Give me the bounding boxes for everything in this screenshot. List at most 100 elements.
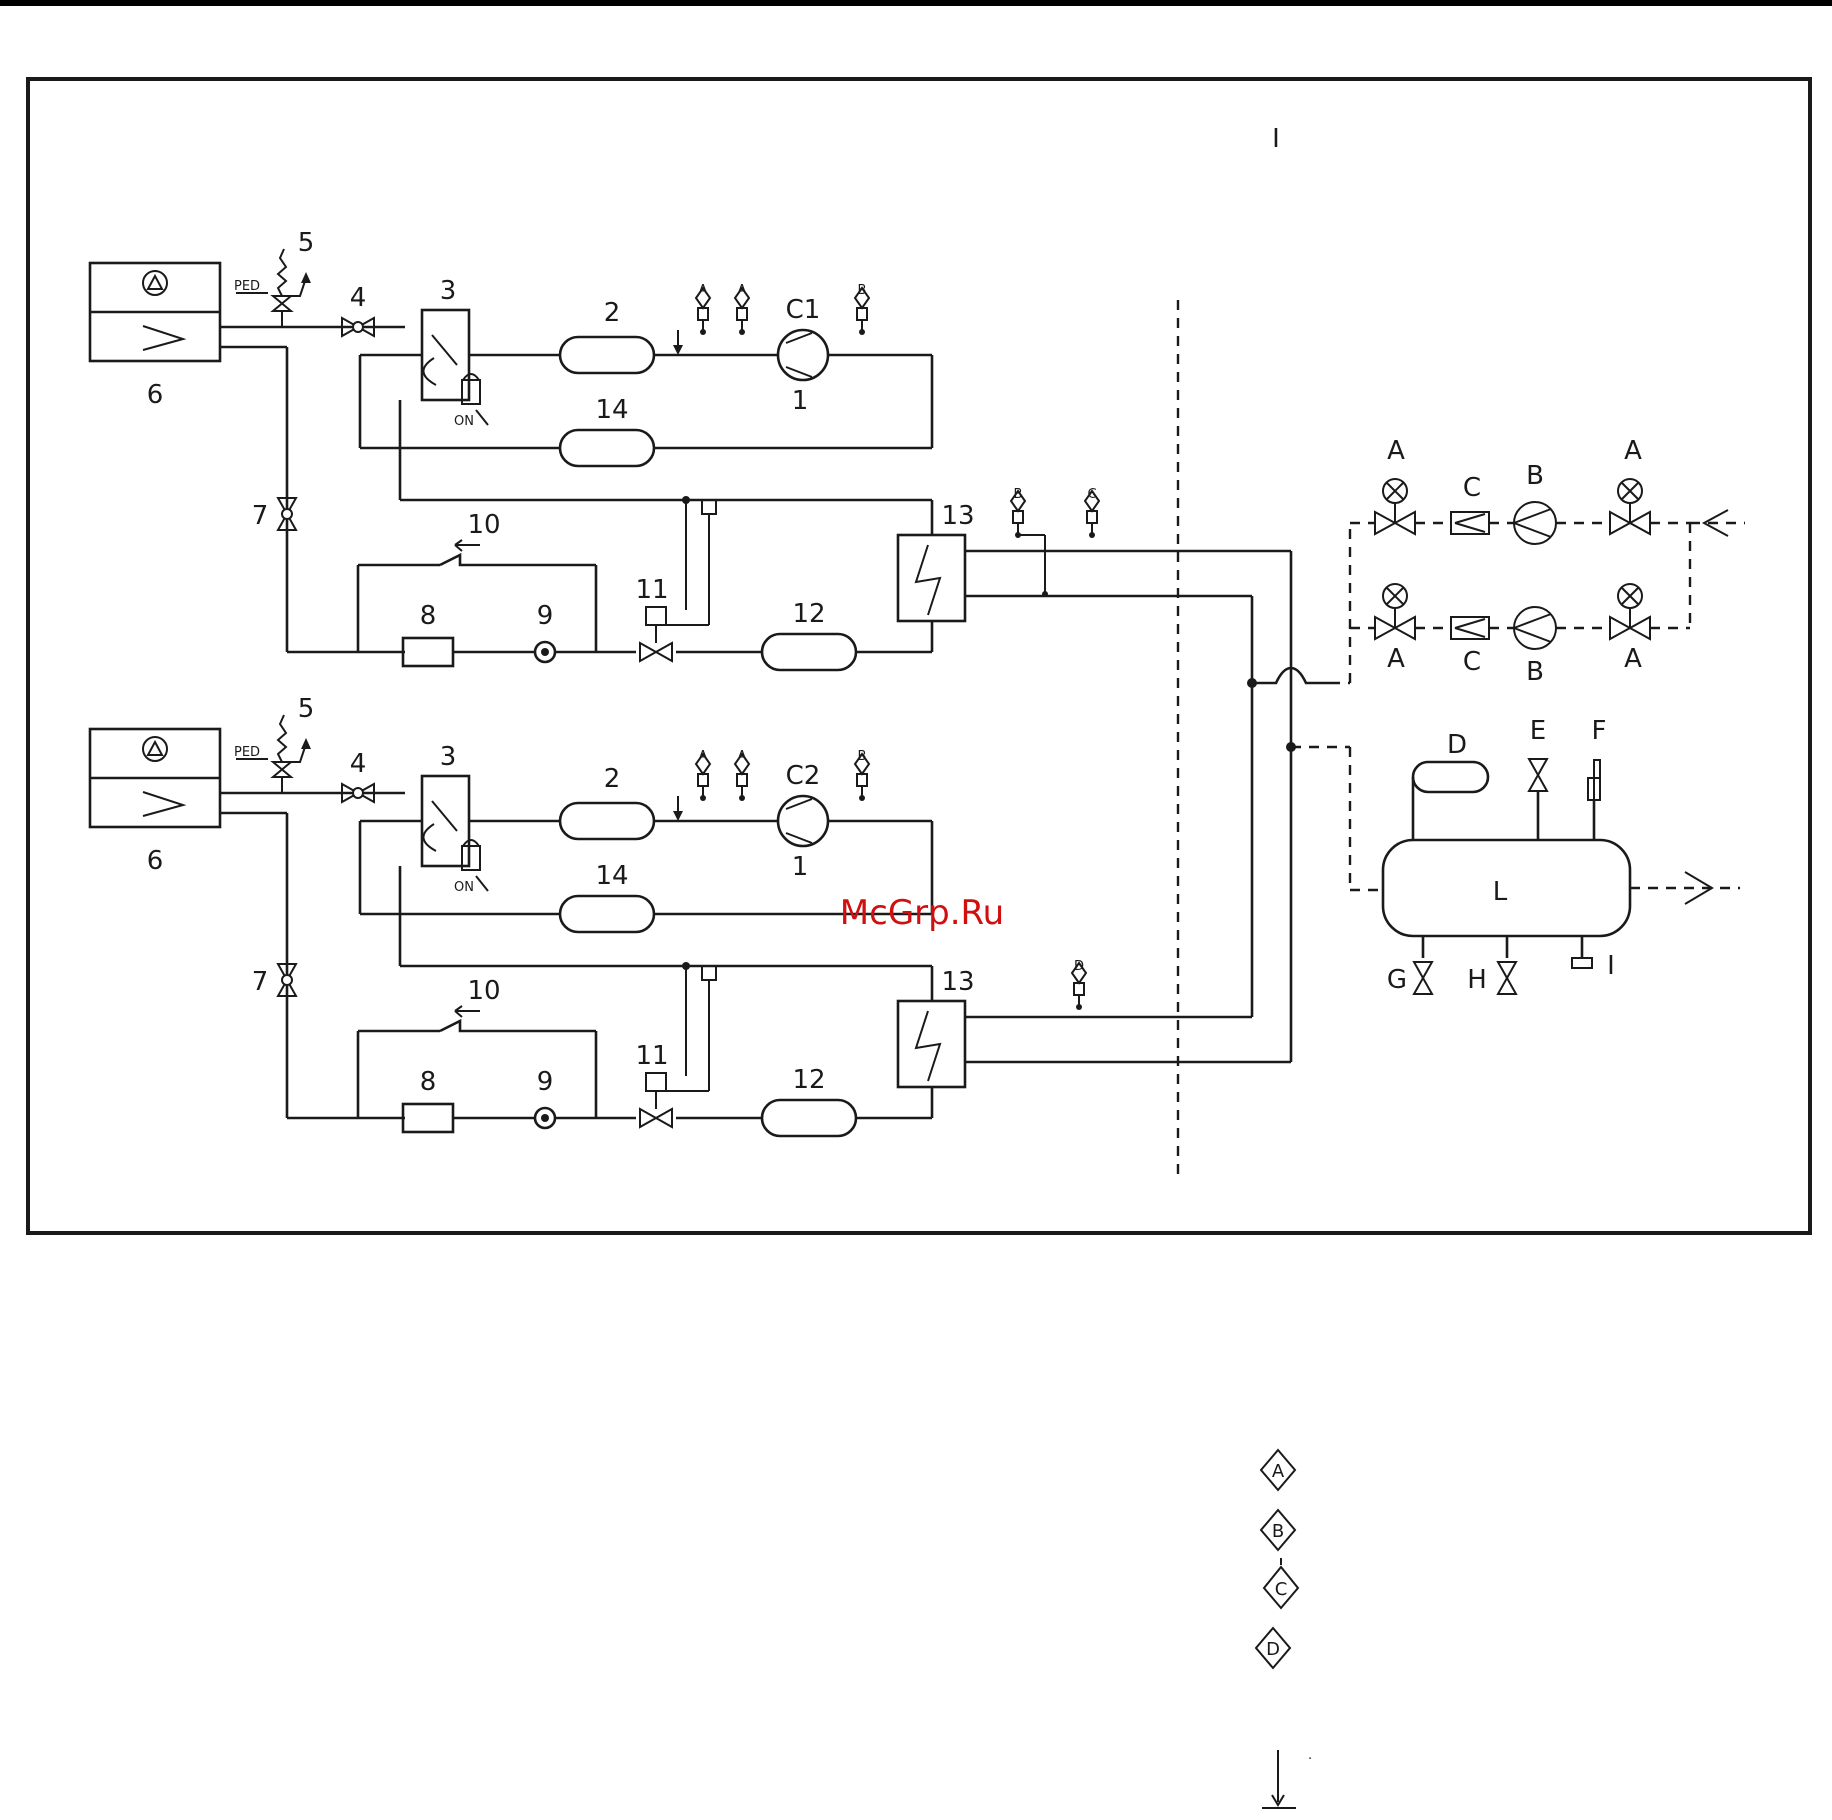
strainer-upper xyxy=(1451,512,1489,534)
storage-tank-group: L D E F G H I xyxy=(1350,716,1740,995)
pump-lower xyxy=(1514,607,1556,649)
receiver-label: 12 xyxy=(792,599,825,629)
heat-exchanger-label: 13 xyxy=(941,967,974,997)
header-bar xyxy=(0,0,1832,6)
upper-valve-left-label: A xyxy=(1387,436,1405,466)
legend: A B C D · xyxy=(1256,1450,1312,1808)
tank-label: L xyxy=(1493,877,1508,907)
relief-valve xyxy=(273,762,291,777)
accumulator xyxy=(560,430,654,466)
upper-strainer-label: C xyxy=(1463,473,1481,503)
vent-valve-label: E xyxy=(1530,716,1546,746)
muffler-label: 2 xyxy=(604,764,621,794)
legend-item-c: C xyxy=(1264,1558,1298,1608)
filter-bypass-label: 10 xyxy=(467,976,500,1006)
hydraulic-group: A C B A A C B A xyxy=(1330,436,1745,687)
refrigerant-circuit-1: 6 PED 5 4 3 ON 2 xyxy=(90,228,1291,670)
heat-exchanger-label: 13 xyxy=(941,501,974,531)
sensor-a1: A xyxy=(699,749,708,764)
receiver xyxy=(762,1100,856,1136)
sensor-a2: A xyxy=(738,749,747,764)
accumulator xyxy=(560,896,654,932)
filter-bypass-label: 10 xyxy=(467,510,500,540)
pressure-switch-tag: ON xyxy=(454,880,474,895)
water-collectors xyxy=(1247,551,1350,1062)
pressure-switch-tag: ON xyxy=(454,414,474,429)
diagram-frame xyxy=(28,79,1810,1233)
unit-label: 6 xyxy=(147,380,164,410)
sensor-a1: A xyxy=(699,283,708,298)
drain-valve-1-label: G xyxy=(1387,965,1407,995)
check-valve-label: 7 xyxy=(252,967,269,997)
drain-valve-2-label: H xyxy=(1467,965,1487,995)
muffler xyxy=(560,337,654,373)
top-mark: I xyxy=(1272,124,1280,154)
check-valve-label: 7 xyxy=(252,501,269,531)
refrigerant-circuit-2: 6 PED 5 4 3 ON 2 A A C2 xyxy=(90,694,1291,1136)
sensor-b: B xyxy=(858,283,867,298)
lower-valve-right-label: A xyxy=(1624,644,1642,674)
expansion-valve xyxy=(640,1109,672,1127)
compressor-num-label: 1 xyxy=(792,386,809,416)
expansion-valve-label: 11 xyxy=(635,1041,668,1071)
drain-valve-h xyxy=(1498,962,1516,994)
muffler xyxy=(560,803,654,839)
ped-tag: PED xyxy=(234,279,260,294)
safety-valve-label: F xyxy=(1592,716,1607,746)
filter-label: 8 xyxy=(420,1067,437,1097)
compressor-num-label: 1 xyxy=(792,852,809,882)
relief-valve-label: 5 xyxy=(298,694,315,724)
shutoff-valve-lower-left xyxy=(1375,584,1415,639)
ball-valve-label: 4 xyxy=(350,749,367,779)
strainer-lower xyxy=(1451,617,1489,639)
expansion-tank-label: D xyxy=(1447,730,1467,760)
lower-valve-left-label: A xyxy=(1387,644,1405,674)
four-way-valve-label: 3 xyxy=(440,276,457,306)
svg-text:·: · xyxy=(1308,1752,1312,1767)
ped-tag: PED xyxy=(234,745,260,760)
svg-text:C: C xyxy=(1275,1579,1288,1600)
expansion-tank xyxy=(1413,762,1488,792)
compressor-label: C1 xyxy=(786,295,821,325)
coil-icon xyxy=(143,326,183,350)
svg-text:D: D xyxy=(1266,1639,1280,1660)
upper-valve-right-label: A xyxy=(1624,436,1642,466)
sensor-a2: A xyxy=(738,283,747,298)
relief-valve-label: 5 xyxy=(298,228,315,258)
watermark: McGrp.Ru xyxy=(840,893,1004,933)
vent-valve xyxy=(1529,759,1547,791)
filter xyxy=(403,638,453,666)
pump-upper xyxy=(1514,502,1556,544)
filter xyxy=(403,1104,453,1132)
four-way-valve-label: 3 xyxy=(440,742,457,772)
expansion-valve-label: 11 xyxy=(635,575,668,605)
tank-sensor xyxy=(1572,958,1592,968)
drain-valve-g xyxy=(1414,962,1432,994)
legend-item-b: B xyxy=(1261,1510,1295,1550)
coil-icon xyxy=(143,792,183,816)
sight-glass-label: 9 xyxy=(537,601,554,631)
ball-valve-label: 4 xyxy=(350,283,367,313)
heat-exchanger xyxy=(898,535,965,621)
compressor-label: C2 xyxy=(786,761,821,791)
sensor-label: I xyxy=(1607,951,1615,981)
muffler-label: 2 xyxy=(604,298,621,328)
receiver-label: 12 xyxy=(792,1065,825,1095)
sensor-hx-1: B xyxy=(1014,487,1023,502)
sensor-hx-2: C xyxy=(1087,487,1096,502)
relief-valve xyxy=(273,296,291,311)
sensor-hx-1: D xyxy=(1074,959,1084,974)
legend-item-d: D xyxy=(1256,1628,1290,1668)
accumulator-label: 14 xyxy=(595,395,628,425)
receiver xyxy=(762,634,856,670)
legend-item-probe: · xyxy=(1262,1750,1312,1808)
sight-glass-label: 9 xyxy=(537,1067,554,1097)
accumulator-label: 14 xyxy=(595,861,628,891)
shutoff-valve-upper-right xyxy=(1610,479,1650,534)
upper-pump-label: B xyxy=(1526,461,1544,491)
filter-label: 8 xyxy=(420,601,437,631)
lower-strainer-label: C xyxy=(1463,647,1481,677)
svg-text:B: B xyxy=(1272,1521,1284,1542)
svg-text:A: A xyxy=(1272,1461,1285,1482)
shutoff-valve-upper-left xyxy=(1375,479,1415,534)
